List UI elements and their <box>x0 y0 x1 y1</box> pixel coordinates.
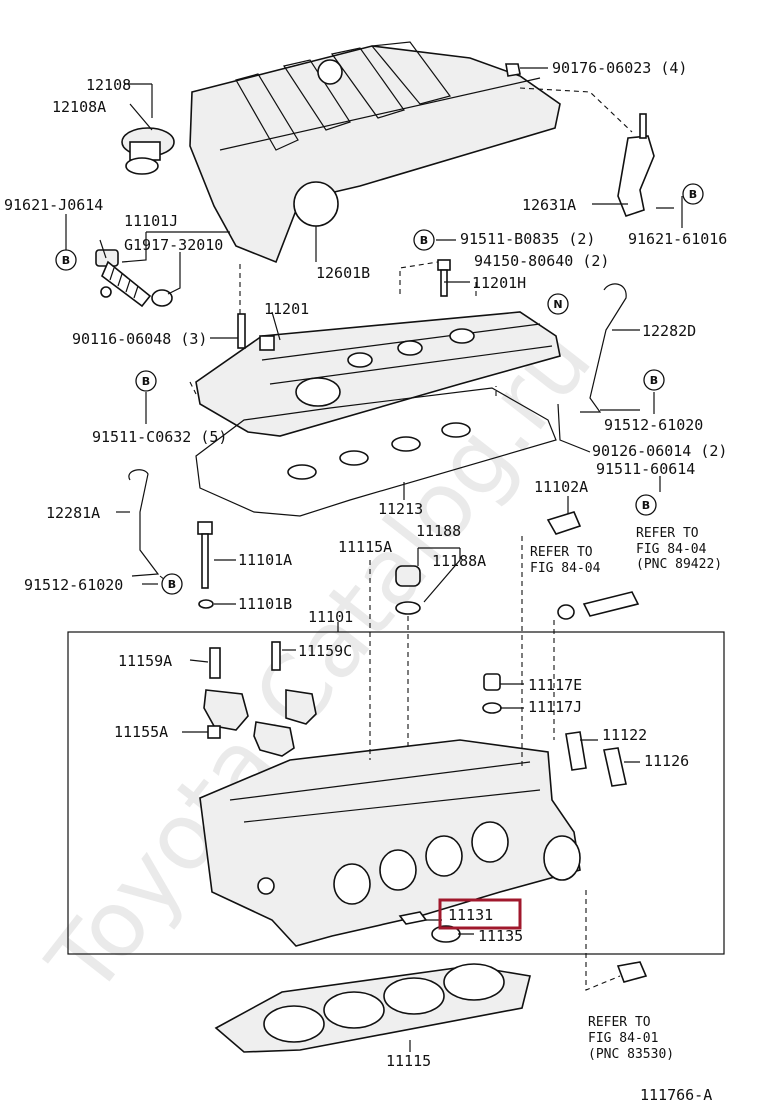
label-12601b[interactable]: 12601B <box>316 264 370 282</box>
sensor-11102a-part[interactable] <box>546 511 582 535</box>
label-11135[interactable]: 11135 <box>478 927 523 945</box>
svg-text:(PNC 83530): (PNC 83530) <box>588 1047 674 1062</box>
nut-90176-part[interactable] <box>505 63 521 77</box>
label-11101a[interactable]: 11101A <box>238 551 292 569</box>
svg-text:B: B <box>689 188 697 201</box>
label-91511-b0835[interactable]: 91511-B0835 (2) <box>460 230 595 248</box>
plug-11117e-part[interactable] <box>482 673 502 714</box>
svg-text:B: B <box>142 375 150 388</box>
camshaft-housing-part[interactable] <box>195 311 561 437</box>
label-11201[interactable]: 11201 <box>264 300 309 318</box>
cylinder-head-cover-part[interactable] <box>189 41 561 264</box>
label-12108a[interactable]: 12108A <box>52 98 106 116</box>
circle-marker-b-91621-j0614: B <box>55 249 77 271</box>
svg-text:(PNC 89422): (PNC 89422) <box>636 557 722 572</box>
label-11159a[interactable]: 11159A <box>118 652 172 670</box>
label-91512-61020-left[interactable]: 91512-61020 <box>24 576 123 594</box>
temp-sensor-part[interactable] <box>557 591 640 620</box>
refer-note-84-01: REFER TO FIG 84-01 (PNC 83530) <box>588 1015 674 1062</box>
cam-bearing-caps-part[interactable] <box>203 641 317 757</box>
label-91621-61016[interactable]: 91621-61016 <box>628 230 727 248</box>
highlight-box-11131 <box>438 898 522 930</box>
circle-marker-b-91511-c0632: B <box>135 370 157 392</box>
label-91511-60614[interactable]: 91511-60614 <box>596 460 695 478</box>
label-11213[interactable]: 11213 <box>378 500 423 518</box>
oil-control-valve-part[interactable] <box>95 249 173 308</box>
washer-11101b-part[interactable] <box>198 599 214 609</box>
circle-marker-b-91621-61016: B <box>682 183 704 205</box>
circle-marker-b-91511-60614: B <box>635 494 657 516</box>
svg-text:B: B <box>62 254 70 267</box>
refer-note-84-04-a: REFER TO FIG 84-04 <box>530 545 601 576</box>
label-94150-80640[interactable]: 94150-80640 (2) <box>474 252 609 270</box>
label-12108[interactable]: 12108 <box>86 76 131 94</box>
svg-text:REFER TO: REFER TO <box>530 545 593 560</box>
label-11115a[interactable]: 11115A <box>338 538 392 556</box>
svg-text:FIG 84-04: FIG 84-04 <box>530 561 601 576</box>
label-11188a[interactable]: 11188A <box>432 552 486 570</box>
label-11102a[interactable]: 11102A <box>534 478 588 496</box>
label-11115[interactable]: 11115 <box>386 1052 431 1070</box>
label-90126-06014[interactable]: 90126-06014 (2) <box>592 442 727 460</box>
oil-filler-cap-part[interactable] <box>121 127 175 175</box>
cylinder-head-group-frame <box>67 631 725 955</box>
label-11201h[interactable]: 11201H <box>472 274 526 292</box>
wire-clamp-12281a-part[interactable] <box>128 469 160 577</box>
circle-marker-b-91512-61020-l: B <box>161 573 183 595</box>
label-12281a[interactable]: 12281A <box>46 504 100 522</box>
bolt-94150-part[interactable] <box>437 259 451 297</box>
svg-text:FIG 84-04: FIG 84-04 <box>636 542 707 557</box>
label-11155a[interactable]: 11155A <box>114 723 168 741</box>
sensor-84-01-part[interactable] <box>616 961 648 983</box>
label-12631a[interactable]: 12631A <box>522 196 576 214</box>
label-11101j[interactable]: 11101J <box>124 212 178 230</box>
label-90176-06023[interactable]: 90176-06023 (4) <box>552 59 687 77</box>
svg-text:FIG 84-01: FIG 84-01 <box>588 1031 658 1046</box>
head-gasket-part[interactable] <box>214 963 531 1053</box>
label-11131[interactable]: 11131 <box>448 906 493 924</box>
label-11117e[interactable]: 11117E <box>528 676 582 694</box>
head-cover-gasket-part[interactable] <box>195 387 557 517</box>
wire-clamp-12282d-part[interactable] <box>580 283 627 413</box>
svg-text:REFER TO: REFER TO <box>588 1015 651 1030</box>
bracket-12631a-part[interactable] <box>617 113 655 217</box>
label-11101[interactable]: 11101 <box>308 608 353 626</box>
svg-text:B: B <box>420 234 428 247</box>
svg-text:N: N <box>553 298 562 311</box>
stud-90116-part[interactable] <box>237 313 246 349</box>
svg-text:B: B <box>168 578 176 591</box>
cylinder-head-part[interactable] <box>199 739 581 947</box>
label-12282d[interactable]: 12282D <box>642 322 696 340</box>
label-11101b[interactable]: 11101B <box>238 595 292 613</box>
refer-note-84-04-b: REFER TO FIG 84-04 (PNC 89422) <box>636 526 722 572</box>
circle-marker-b-91512-61020-r: B <box>643 369 665 391</box>
label-11122[interactable]: 11122 <box>602 726 647 744</box>
dashed-guide-lines <box>159 87 633 991</box>
valve-guide-part[interactable] <box>565 731 627 787</box>
part-labels: 90176-06023 (4) 12108 12108A 91621-J0614… <box>4 59 727 1070</box>
label-91621-j0614[interactable]: 91621-J0614 <box>4 196 103 214</box>
label-g1917-32010[interactable]: G1917-32010 <box>124 236 223 254</box>
svg-text:B: B <box>642 499 650 512</box>
svg-text:REFER TO: REFER TO <box>636 526 699 541</box>
circle-marker-n-94150: N <box>547 293 569 315</box>
bolt-11101a-part[interactable] <box>197 521 213 589</box>
label-90116-06048[interactable]: 90116-06048 (3) <box>72 330 207 348</box>
label-91511-c0632[interactable]: 91511-C0632 (5) <box>92 428 227 446</box>
label-91512-61020-right[interactable]: 91512-61020 <box>604 416 703 434</box>
plug-11188-part[interactable] <box>395 565 421 615</box>
label-11126[interactable]: 11126 <box>644 752 689 770</box>
circle-marker-b-91511-b0835: B <box>413 229 435 251</box>
figure-id: 111766-A <box>640 1086 712 1104</box>
label-11188[interactable]: 11188 <box>416 522 461 540</box>
svg-text:B: B <box>650 374 658 387</box>
label-11117j[interactable]: 11117J <box>528 698 582 716</box>
label-11159c[interactable]: 11159C <box>298 642 352 660</box>
